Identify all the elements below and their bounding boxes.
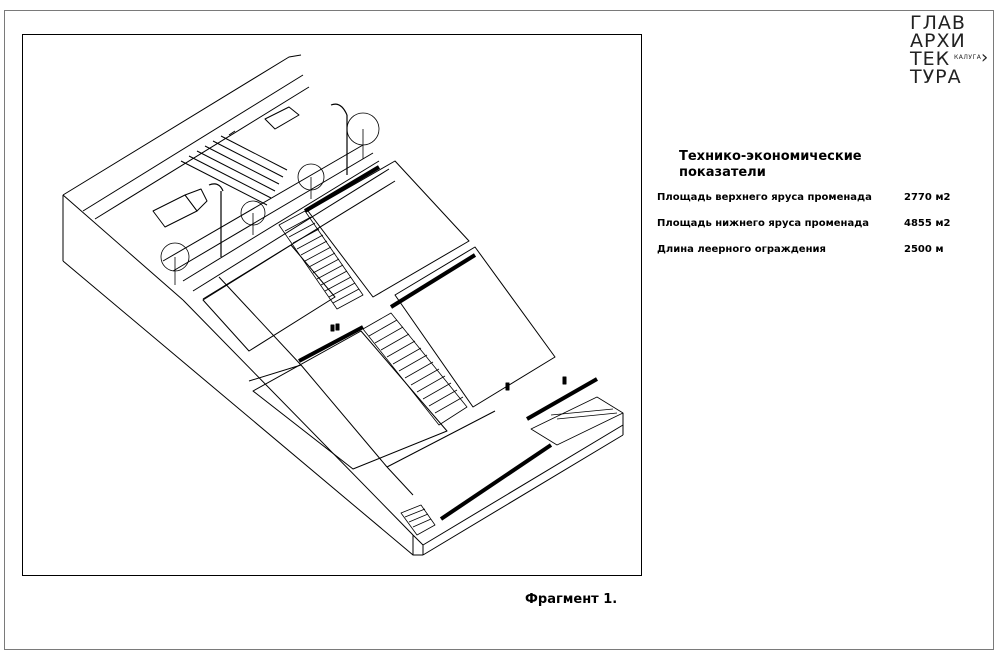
terrain-block bbox=[62, 54, 624, 556]
railings bbox=[298, 165, 598, 521]
fragment-caption: Фрагмент 1. bbox=[525, 592, 618, 607]
logo-line-4: ТУРА bbox=[910, 66, 962, 88]
glavarkhitektura-logo: ГЛАВ АРХИ ТЕК КАЛУГА › ТУРА bbox=[910, 14, 996, 94]
pedestrians bbox=[330, 323, 567, 391]
ramps bbox=[218, 276, 496, 496]
indicator-row: Площадь верхнего яруса променада 2770 м2 bbox=[657, 192, 977, 218]
indicators-table: Площадь верхнего яруса променада 2770 м2… bbox=[657, 192, 977, 270]
lower-stairs bbox=[400, 396, 624, 536]
trees bbox=[160, 112, 380, 285]
indicator-value: 2770 м2 bbox=[904, 192, 951, 203]
axonometric-drawing bbox=[22, 34, 642, 576]
indicators-title-line-1: Технико-экономические bbox=[679, 149, 862, 164]
logo-line-3: ТЕК КАЛУГА › bbox=[910, 47, 996, 70]
upper-tier bbox=[202, 160, 556, 470]
car bbox=[264, 106, 300, 130]
logo-city: КАЛУГА bbox=[954, 54, 982, 61]
indicator-row: Длина леерного ограждения 2500 м bbox=[657, 244, 977, 270]
logo-angle-icon: › bbox=[981, 47, 990, 68]
stairs-2 bbox=[362, 312, 468, 426]
indicator-label: Длина леерного ограждения bbox=[657, 244, 826, 255]
stairs-1 bbox=[278, 210, 364, 310]
indicators-title: Технико-экономические показатели bbox=[679, 149, 919, 181]
truck bbox=[152, 188, 208, 228]
crosswalk bbox=[180, 135, 288, 206]
indicator-value: 2500 м bbox=[904, 244, 944, 255]
logo-line-3-text: ТЕК bbox=[910, 48, 951, 70]
indicator-value: 4855 м2 bbox=[904, 218, 951, 229]
logo-line-2: АРХИ bbox=[910, 30, 966, 52]
indicator-label: Площадь нижнего яруса променада bbox=[657, 218, 870, 229]
indicator-row: Площадь нижнего яруса променада 4855 м2 bbox=[657, 218, 977, 244]
indicators-title-line-2: показатели bbox=[679, 165, 766, 180]
indicator-label: Площадь верхнего яруса променада bbox=[657, 192, 872, 203]
logo-line-1: ГЛАВ bbox=[910, 12, 966, 34]
lamp-posts bbox=[208, 103, 348, 257]
